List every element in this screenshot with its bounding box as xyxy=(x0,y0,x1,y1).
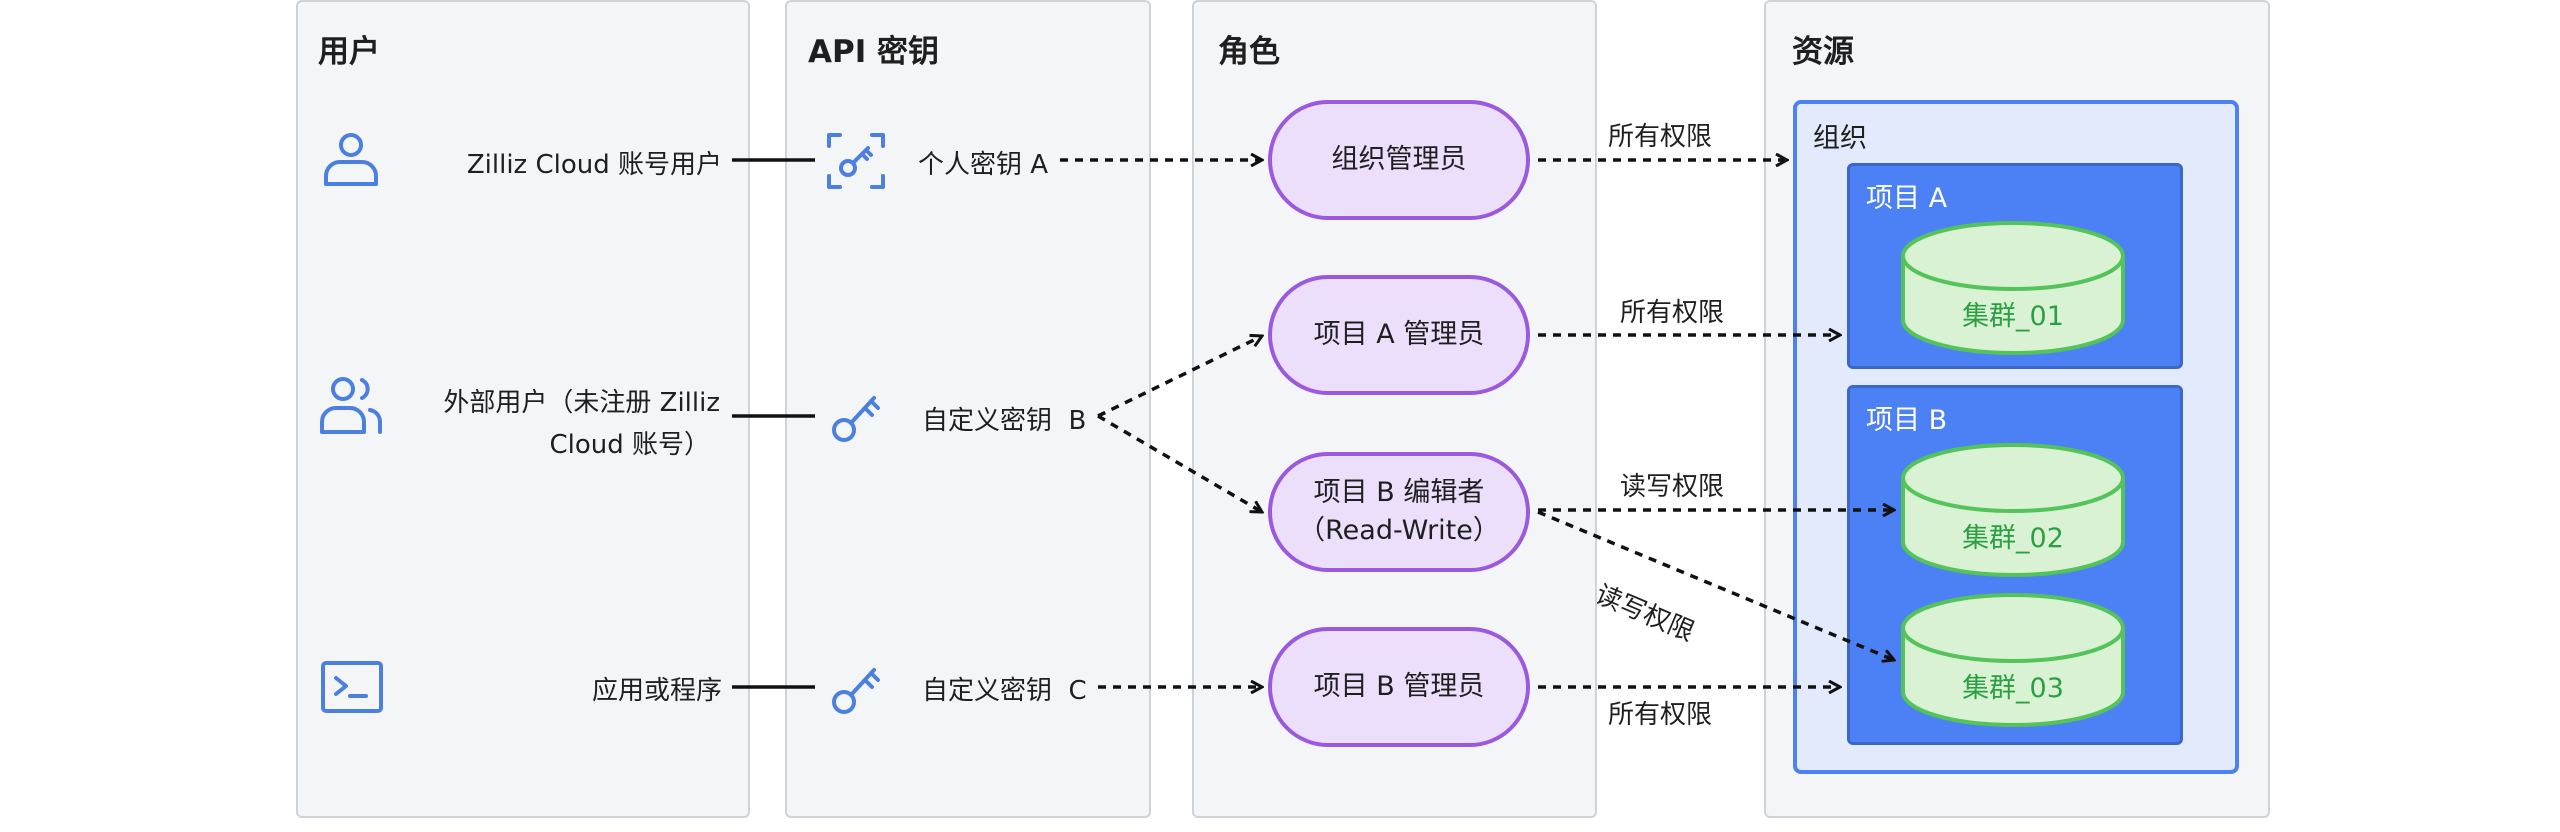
organization-label: 组织 xyxy=(1813,123,1867,154)
role-project-b-editor: 项目 B 编辑者 （Read-Write） xyxy=(1268,452,1530,572)
key-b-to-project-a-admin-arrow xyxy=(1097,336,1262,418)
perm-label-project-b-rw-1: 读写权限 xyxy=(1620,472,1725,502)
terminal-icon xyxy=(321,661,383,713)
key-c-label: 自定义密钥 C xyxy=(922,676,1087,706)
role-org-admin-label: 组织管理员 xyxy=(1331,144,1467,176)
key-a-label: 个人密钥 A xyxy=(918,150,1049,180)
key-b-to-project-b-editor-arrow xyxy=(1097,414,1262,512)
role-project-b-admin-label: 项目 B 管理员 xyxy=(1313,671,1485,703)
role-project-b-editor-label-line2: （Read-Write） xyxy=(1298,515,1500,546)
cluster-02-cylinder xyxy=(1901,443,2125,577)
perm-label-project-a-all: 所有权限 xyxy=(1620,298,1725,328)
api-keys-column-title: API 密钥 xyxy=(808,34,940,70)
cluster-01-label: 集群_01 xyxy=(1962,301,2064,332)
user-icon xyxy=(324,133,378,186)
user-a-label: Zilliz Cloud 账号用户 xyxy=(466,150,722,180)
role-project-a-admin-label: 项目 A 管理员 xyxy=(1313,319,1485,351)
resources-column-title: 资源 xyxy=(1792,34,1854,70)
perm-label-project-b-all: 所有权限 xyxy=(1608,700,1713,730)
perm-label-org-all: 所有权限 xyxy=(1608,122,1713,152)
key-b-label: 自定义密钥 B xyxy=(922,406,1087,436)
cluster-03-label: 集群_03 xyxy=(1962,673,2064,704)
key-icon-c xyxy=(832,668,880,714)
users-group-icon xyxy=(320,377,383,434)
user-b-label-line1: 外部用户（未注册 Zilliz xyxy=(443,388,720,418)
project-a-label: 项目 A xyxy=(1866,183,1948,214)
cluster-03-cylinder xyxy=(1901,593,2125,727)
role-project-b-admin: 项目 B 管理员 xyxy=(1268,627,1530,747)
key-icon-b xyxy=(832,396,880,442)
user-c-label: 应用或程序 xyxy=(591,676,722,706)
project-b-label: 项目 B xyxy=(1866,405,1948,436)
cluster-02-label: 集群_02 xyxy=(1962,523,2064,554)
role-project-a-admin: 项目 A 管理员 xyxy=(1268,275,1530,395)
personal-key-icon xyxy=(827,133,885,189)
api-keys-panel xyxy=(785,0,1151,818)
role-project-b-editor-label-line1: 项目 B 编辑者 xyxy=(1313,477,1485,509)
roles-column-title: 角色 xyxy=(1218,34,1280,70)
user-b-label-line2: Cloud 账号） xyxy=(549,430,710,460)
cluster-01-cylinder xyxy=(1901,221,2125,355)
project-b-editor-to-cluster-03-arrow xyxy=(1537,510,1894,660)
users-column-title: 用户 xyxy=(318,34,380,70)
role-org-admin: 组织管理员 xyxy=(1268,100,1530,220)
